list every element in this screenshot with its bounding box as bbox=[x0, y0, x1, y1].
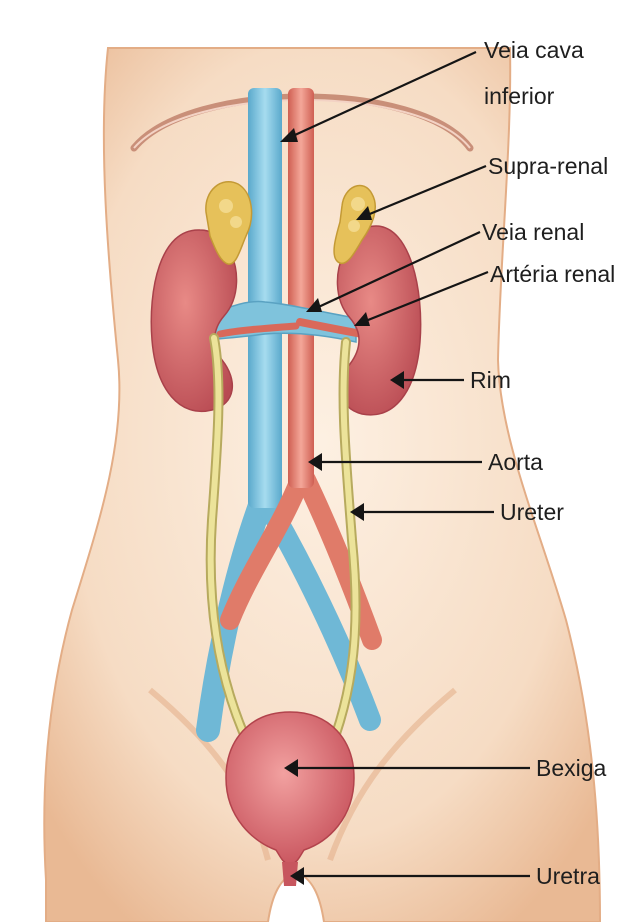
label-renal-vein: Veia renal bbox=[482, 219, 584, 245]
label-urethra: Uretra bbox=[536, 863, 600, 889]
label-bladder: Bexiga bbox=[536, 755, 607, 781]
vena-cava bbox=[248, 88, 282, 508]
aorta bbox=[288, 88, 314, 488]
label-ureter: Ureter bbox=[500, 499, 564, 525]
label-renal-artery: Artéria renal bbox=[490, 261, 615, 287]
label-kidney: Rim bbox=[470, 367, 511, 393]
label-vena-cava-line2: inferior bbox=[484, 83, 555, 109]
label-aorta: Aorta bbox=[488, 449, 543, 475]
label-vena-cava-line1: Veia cava bbox=[484, 37, 584, 63]
label-adrenal: Supra-renal bbox=[488, 153, 608, 179]
